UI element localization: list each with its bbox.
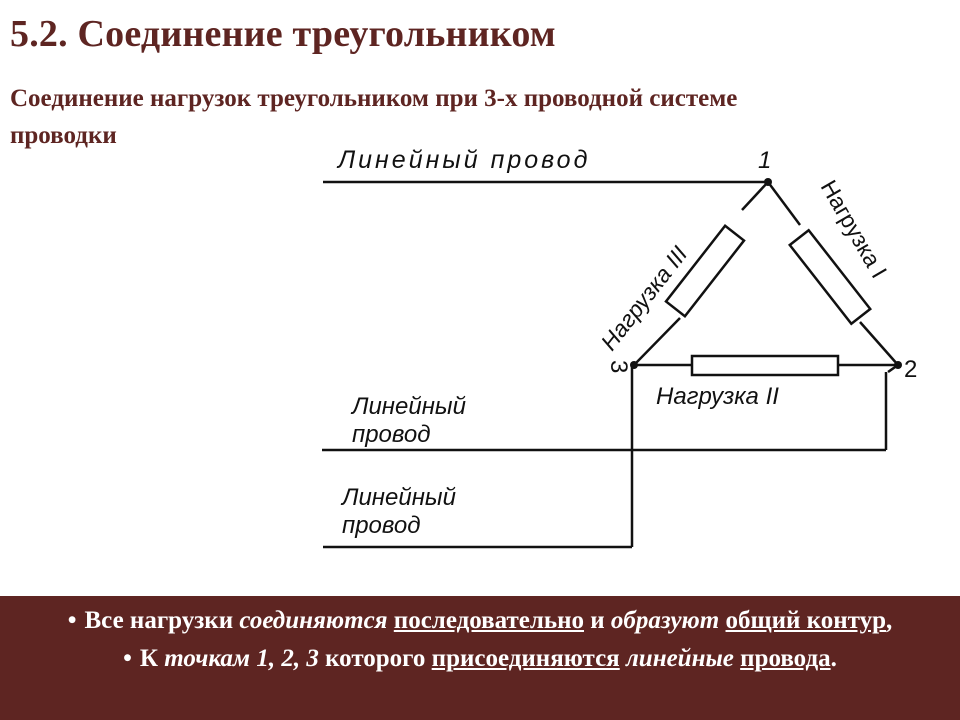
node-1-dot bbox=[764, 178, 772, 186]
text: К bbox=[139, 645, 165, 672]
text-italic: соединяются bbox=[239, 607, 388, 634]
load-3-resistor bbox=[664, 224, 746, 318]
bullet-2: • К точкам 1, 2, 3 которого присоединяютс… bbox=[0, 642, 960, 676]
text-italic: точкам 1, 2, 3 bbox=[164, 645, 319, 672]
wire-bottom-label-2: провод bbox=[342, 512, 421, 539]
text: , bbox=[886, 607, 893, 634]
text: Все нагрузки bbox=[84, 607, 240, 634]
bullet-dot: • bbox=[67, 607, 77, 634]
text-italic: линейные bbox=[625, 645, 734, 672]
text: которого bbox=[318, 645, 432, 672]
wire-middle-label-2: провод bbox=[352, 421, 431, 448]
text-underlined: провода bbox=[740, 645, 831, 672]
text-underlined: последовательно bbox=[393, 607, 584, 634]
summary-banner: • Все нагрузки соединяются последовательн… bbox=[0, 596, 960, 720]
text: и bbox=[584, 607, 611, 634]
page-subtitle: Соединение нагрузок треугольником при 3-… bbox=[10, 85, 738, 149]
load-2-label: Нагрузка II bbox=[656, 383, 779, 410]
bullet-dot: • bbox=[123, 645, 132, 672]
wire-top-label: Линейный провод bbox=[336, 146, 590, 174]
delta-connection-diagram: 1 2 3 Линейный провод Линейный провод Ли… bbox=[322, 146, 917, 549]
node-1-label: 1 bbox=[758, 147, 771, 174]
bullet-1: • Все нагрузки соединяются последовательн… bbox=[0, 604, 960, 638]
wire-middle-label-1: Линейный bbox=[350, 393, 466, 420]
node-2-dot bbox=[894, 361, 902, 369]
page-title: 5.2. Соединение треугольником bbox=[10, 13, 556, 55]
text-italic: образуют bbox=[610, 607, 720, 634]
wire-bottom-label-1: Линейный bbox=[340, 484, 456, 511]
load-1-resistor bbox=[788, 228, 872, 326]
node-3-dot bbox=[630, 361, 638, 369]
text-underlined: присоединяются bbox=[431, 645, 620, 672]
node-3-label: 3 bbox=[605, 360, 632, 373]
node-2-label: 2 bbox=[904, 356, 917, 383]
text-underlined: общий контур bbox=[725, 607, 887, 634]
load-2-resistor bbox=[690, 354, 840, 377]
text: . bbox=[830, 645, 837, 672]
